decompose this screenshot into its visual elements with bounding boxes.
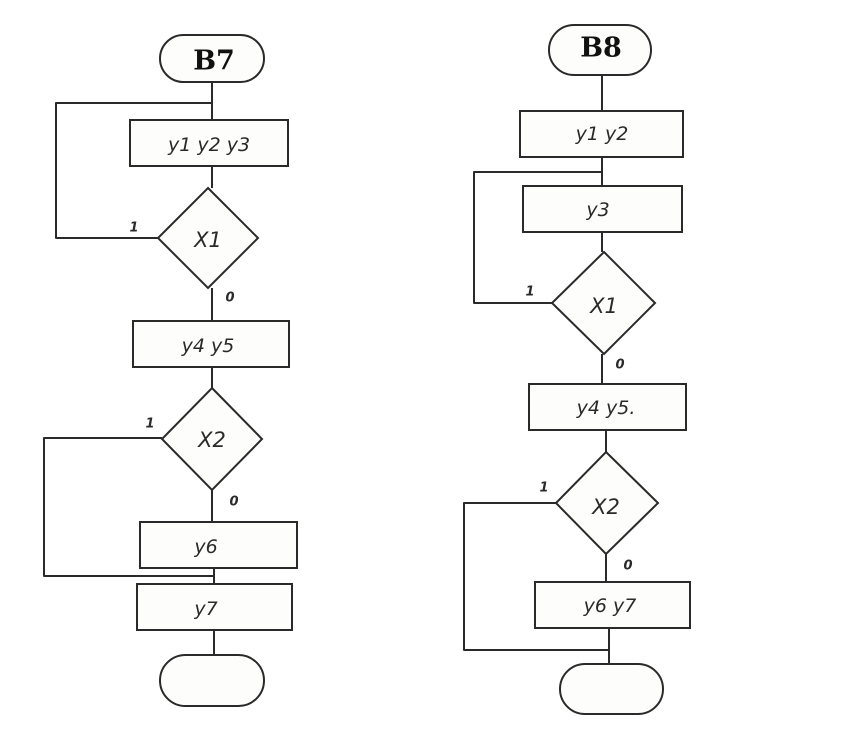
b8-decision-label-1: X1 [589, 294, 618, 318]
b8-title: B8 [580, 33, 622, 64]
b8-decision-1-yes-label: 1 [525, 285, 534, 300]
b8-decision-2 [554, 450, 660, 556]
b8-process-label-4: y6 y7 [583, 595, 637, 617]
b8-process-block-3 [528, 383, 687, 431]
b7-loop-cond1-yes [55, 102, 212, 239]
b7-decision-1-no-label: 0 [225, 291, 234, 306]
b8-decision-1-no-label: 0 [615, 358, 624, 373]
b8-process-block-1 [519, 110, 684, 158]
b7-decision-label-1: X1 [193, 228, 222, 252]
b8-process-block-2 [522, 185, 683, 233]
b7-title: B7 [193, 46, 235, 77]
b7-process-block-1 [129, 119, 289, 167]
b8-decision-label-2: X2 [591, 495, 620, 519]
b7-decision-1-yes-label: 1 [129, 221, 138, 236]
b7-loop-cond2-yes [43, 437, 214, 577]
flowchart-b7: B7 y1 y2 y3 X1 1 0 y4 y5 X2 1 0 y6 y7 [43, 34, 298, 707]
b7-decision-label-2: X2 [197, 428, 226, 452]
b7-process-label-4: y7 [193, 598, 217, 620]
b7-process-label-2: y4 y5 [181, 335, 235, 357]
b7-process-block-2 [132, 320, 290, 368]
b8-process-label-1: y1 y2 [575, 123, 629, 145]
b8-decision-2-no-label: 0 [623, 559, 632, 574]
b8-process-label-3: y4 y5. [576, 397, 636, 419]
b7-process-block-3 [139, 521, 298, 569]
b7-decision-2-no-label: 0 [229, 495, 238, 510]
b8-loop-cond2-yes [463, 502, 609, 651]
b7-process-label-1: y1 y2 y3 [167, 134, 250, 156]
b7-decision-1 [156, 186, 260, 290]
b8-decision-1 [550, 250, 657, 356]
b7-decision-2 [160, 386, 264, 492]
b8-loop-cond1-yes [473, 171, 602, 304]
b8-end-terminal [559, 663, 664, 715]
b7-process-block-4 [136, 583, 293, 631]
b7-decision-2-yes-label: 1 [145, 417, 154, 432]
b8-start-terminal [548, 24, 652, 76]
flowchart-b8: B8 y1 y2 y3 X1 1 0 y4 y5. X2 1 0 y6 y7 [463, 24, 691, 715]
b7-start-terminal [159, 34, 265, 83]
b7-process-label-3: y6 [193, 536, 217, 558]
b8-process-block-4 [534, 581, 691, 629]
b8-decision-2-yes-label: 1 [539, 481, 548, 496]
b7-end-terminal [159, 654, 265, 707]
b8-process-label-2: y3 [585, 199, 609, 221]
